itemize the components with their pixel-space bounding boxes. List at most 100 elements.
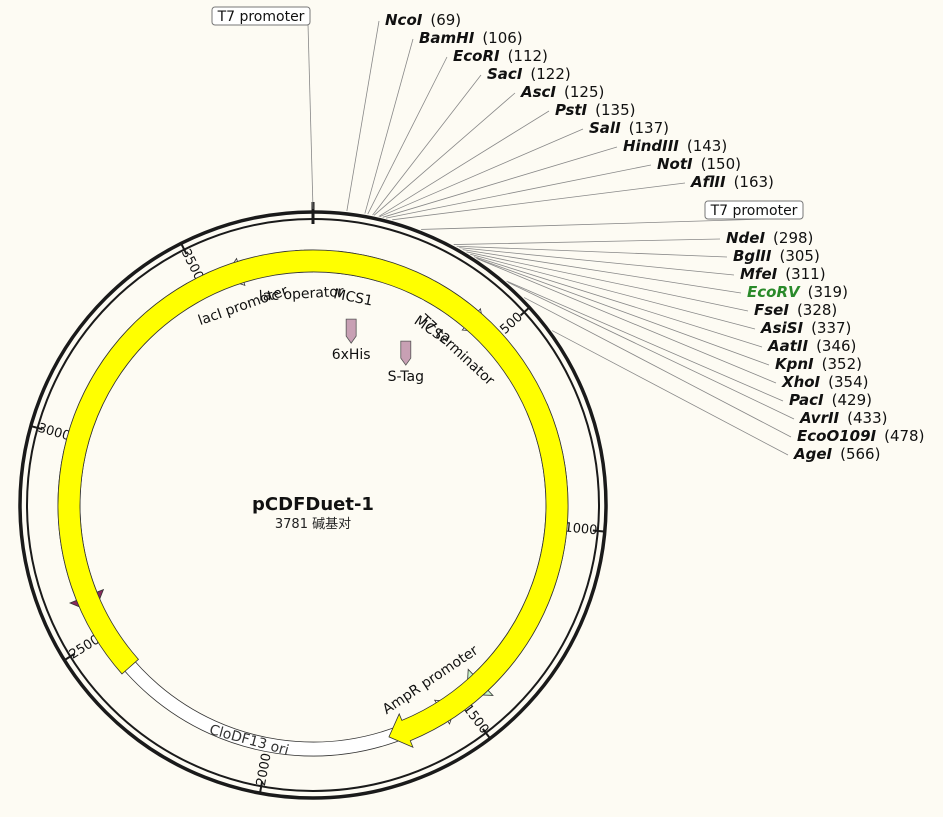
site-position: (150) (701, 155, 741, 173)
site-AvrII: AvrII (433) (507, 282, 887, 427)
site-position: (143) (687, 137, 727, 155)
inner-S-Tag: S-Tag (388, 340, 424, 385)
tick-mark (519, 307, 530, 317)
site-position: (106) (482, 29, 522, 47)
site-label: EcoRV(319) (747, 283, 848, 301)
site-leader (476, 257, 770, 366)
tick-mark (31, 425, 43, 431)
site-SacI: SacI(122) (372, 65, 571, 216)
site-MfeI: MfeI(311) (459, 247, 826, 283)
site-XhoI: XhoI(354) (477, 258, 868, 391)
site-name: EcoRI (453, 47, 500, 65)
inner-feature-label: S-Tag (388, 369, 424, 385)
site-label: PacI(429) (789, 391, 872, 409)
site-leader (459, 247, 735, 276)
site-position: (566) (840, 445, 880, 463)
promoter-box: T7 promoter (421, 200, 804, 230)
site-name: AsiSI (760, 319, 803, 337)
site-leader (551, 330, 789, 456)
site-label: AgeI (566) (793, 445, 880, 463)
site-position: (478) (884, 427, 924, 445)
site-label: AvrII (433) (799, 409, 887, 427)
site-position: (328) (797, 301, 837, 319)
site-name: BglII (733, 247, 772, 265)
site-name: AatII (767, 337, 808, 355)
site-position: (125) (564, 83, 604, 101)
site-PacI: PacI(429) (506, 280, 872, 409)
promoter-box: T7 promoter (211, 6, 314, 210)
site-leader (507, 282, 795, 420)
site-name: AvrII (799, 409, 840, 427)
site-position: (352) (822, 355, 862, 373)
tick-mark (592, 529, 604, 533)
promoter-label: T7 promoter (710, 203, 798, 219)
site-KpnI: KpnI(352) (476, 257, 862, 373)
site-BamHI: BamHI(106) (364, 29, 523, 214)
tick-mark (259, 781, 264, 793)
site-leader (379, 128, 584, 218)
inner-6xHis: 6xHis (332, 318, 371, 363)
tick-label: 2000 (254, 752, 275, 787)
site-label: EcoRI (112) (453, 47, 548, 65)
site-name: NcoI (385, 11, 423, 29)
site-position: (137) (629, 119, 669, 137)
promoter-frame (704, 200, 804, 220)
site-leader (456, 245, 728, 258)
promoter-leader (421, 217, 802, 230)
site-EcoRV: EcoRV(319) (462, 249, 848, 301)
site-position: (319) (808, 283, 848, 301)
site-position: (433) (847, 409, 887, 427)
site-name: SacI (487, 65, 523, 83)
promoter-leader (307, 23, 314, 210)
inner-feature-label: 6xHis (332, 347, 371, 363)
site-position: (135) (595, 101, 635, 119)
site-NcoI: NcoI(69) (346, 11, 461, 212)
site-leader (470, 253, 756, 330)
site-leader (462, 249, 742, 294)
site-leader (373, 92, 516, 216)
tick-mark (64, 652, 76, 661)
site-leader (473, 256, 763, 348)
site-label: NcoI(69) (385, 11, 461, 29)
site-leader (523, 297, 792, 438)
restriction-sites: NcoI(69)BamHI(106)EcoRI(112)SacI(122)Asc… (211, 6, 924, 463)
plasmid-name: pCDFDuet-1 (252, 494, 374, 515)
inner-feature-shape (345, 318, 357, 344)
site-label: KpnI(352) (775, 355, 862, 373)
site-FseI: FseI(328) (466, 251, 837, 319)
site-name: NotI (657, 155, 693, 173)
plasmid-size: 3781 碱基对 (275, 517, 351, 532)
feature-label: CloDF13 ori (208, 722, 291, 759)
site-leader (367, 56, 448, 215)
site-leader (378, 110, 550, 217)
site-position: (112) (508, 47, 548, 65)
site-name: SalI (589, 119, 621, 137)
site-label: BglII(305) (733, 247, 820, 265)
site-AsiSI: AsiSI (337) (470, 253, 851, 337)
site-leader (372, 74, 482, 216)
site-SalI: SalI (137) (379, 119, 669, 218)
site-position: (163) (734, 173, 774, 191)
site-leader (392, 182, 686, 221)
site-label: AatII(346) (767, 337, 856, 355)
site-position: (429) (832, 391, 872, 409)
site-name: PstI (555, 101, 588, 119)
site-label: XhoI(354) (781, 373, 868, 391)
site-leader (506, 280, 784, 402)
promoter-label: T7 promoter (217, 9, 305, 25)
site-name: XhoI (781, 373, 821, 391)
site-BglII: BglII(305) (456, 245, 820, 265)
site-NotI: NotI (150) (385, 155, 741, 219)
site-label: EcoO109I(478) (797, 427, 924, 445)
site-position: (298) (773, 229, 813, 247)
site-AatII: AatII(346) (473, 256, 856, 355)
site-label: MfeI(311) (740, 265, 826, 283)
tick-label: 1000 (564, 520, 598, 538)
site-label: NotI (150) (657, 155, 741, 173)
site-leader (364, 38, 414, 214)
site-label: SacI(122) (487, 65, 571, 83)
site-leader (382, 146, 618, 218)
site-name: AgeI (793, 445, 833, 463)
site-position: (337) (811, 319, 851, 337)
site-name: NdeI (726, 229, 765, 247)
